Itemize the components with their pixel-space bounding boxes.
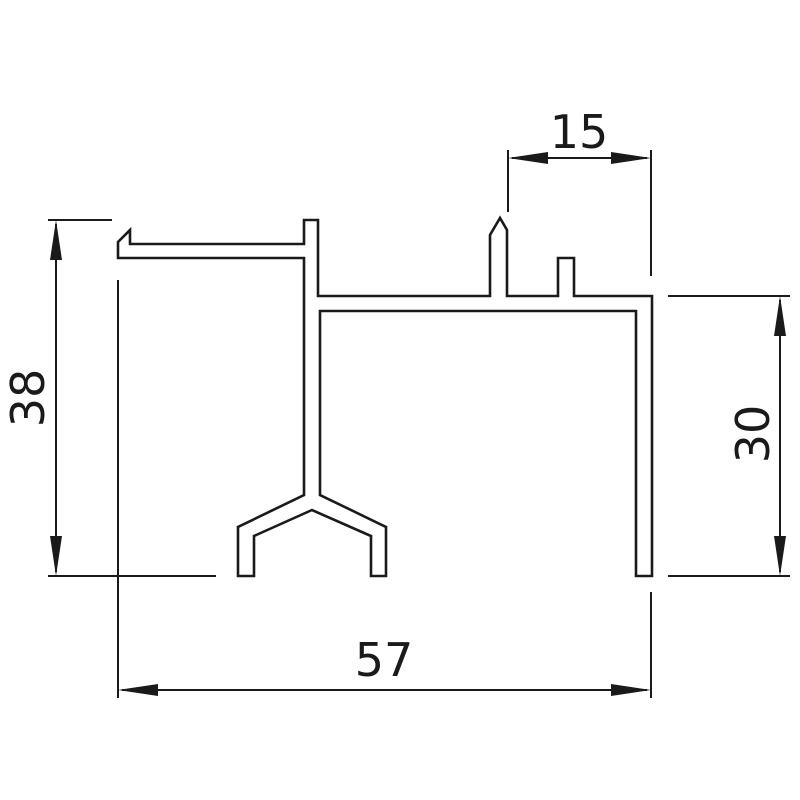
- extension-lines: [48, 150, 790, 698]
- arrow-38-top: [50, 220, 62, 260]
- arrow-15-right: [611, 152, 651, 164]
- arrow-15-left: [508, 152, 548, 164]
- arrow-57-right: [611, 684, 651, 696]
- dimension-15: 15: [508, 105, 651, 164]
- arrow-30-bottom: [774, 536, 786, 576]
- dim-label-30: 30: [726, 405, 780, 464]
- dim-label-15: 15: [550, 105, 609, 159]
- profile-section: [116, 215, 654, 578]
- dimension-38: 38: [1, 220, 62, 576]
- arrow-57-left: [118, 684, 158, 696]
- dimension-30: 30: [726, 296, 786, 576]
- arrow-30-top: [774, 296, 786, 336]
- arrow-38-bottom: [50, 536, 62, 576]
- dimension-57: 57: [118, 633, 651, 696]
- dim-label-57: 57: [355, 633, 414, 687]
- dim-label-38: 38: [1, 369, 55, 428]
- profile-outline: [116, 215, 654, 578]
